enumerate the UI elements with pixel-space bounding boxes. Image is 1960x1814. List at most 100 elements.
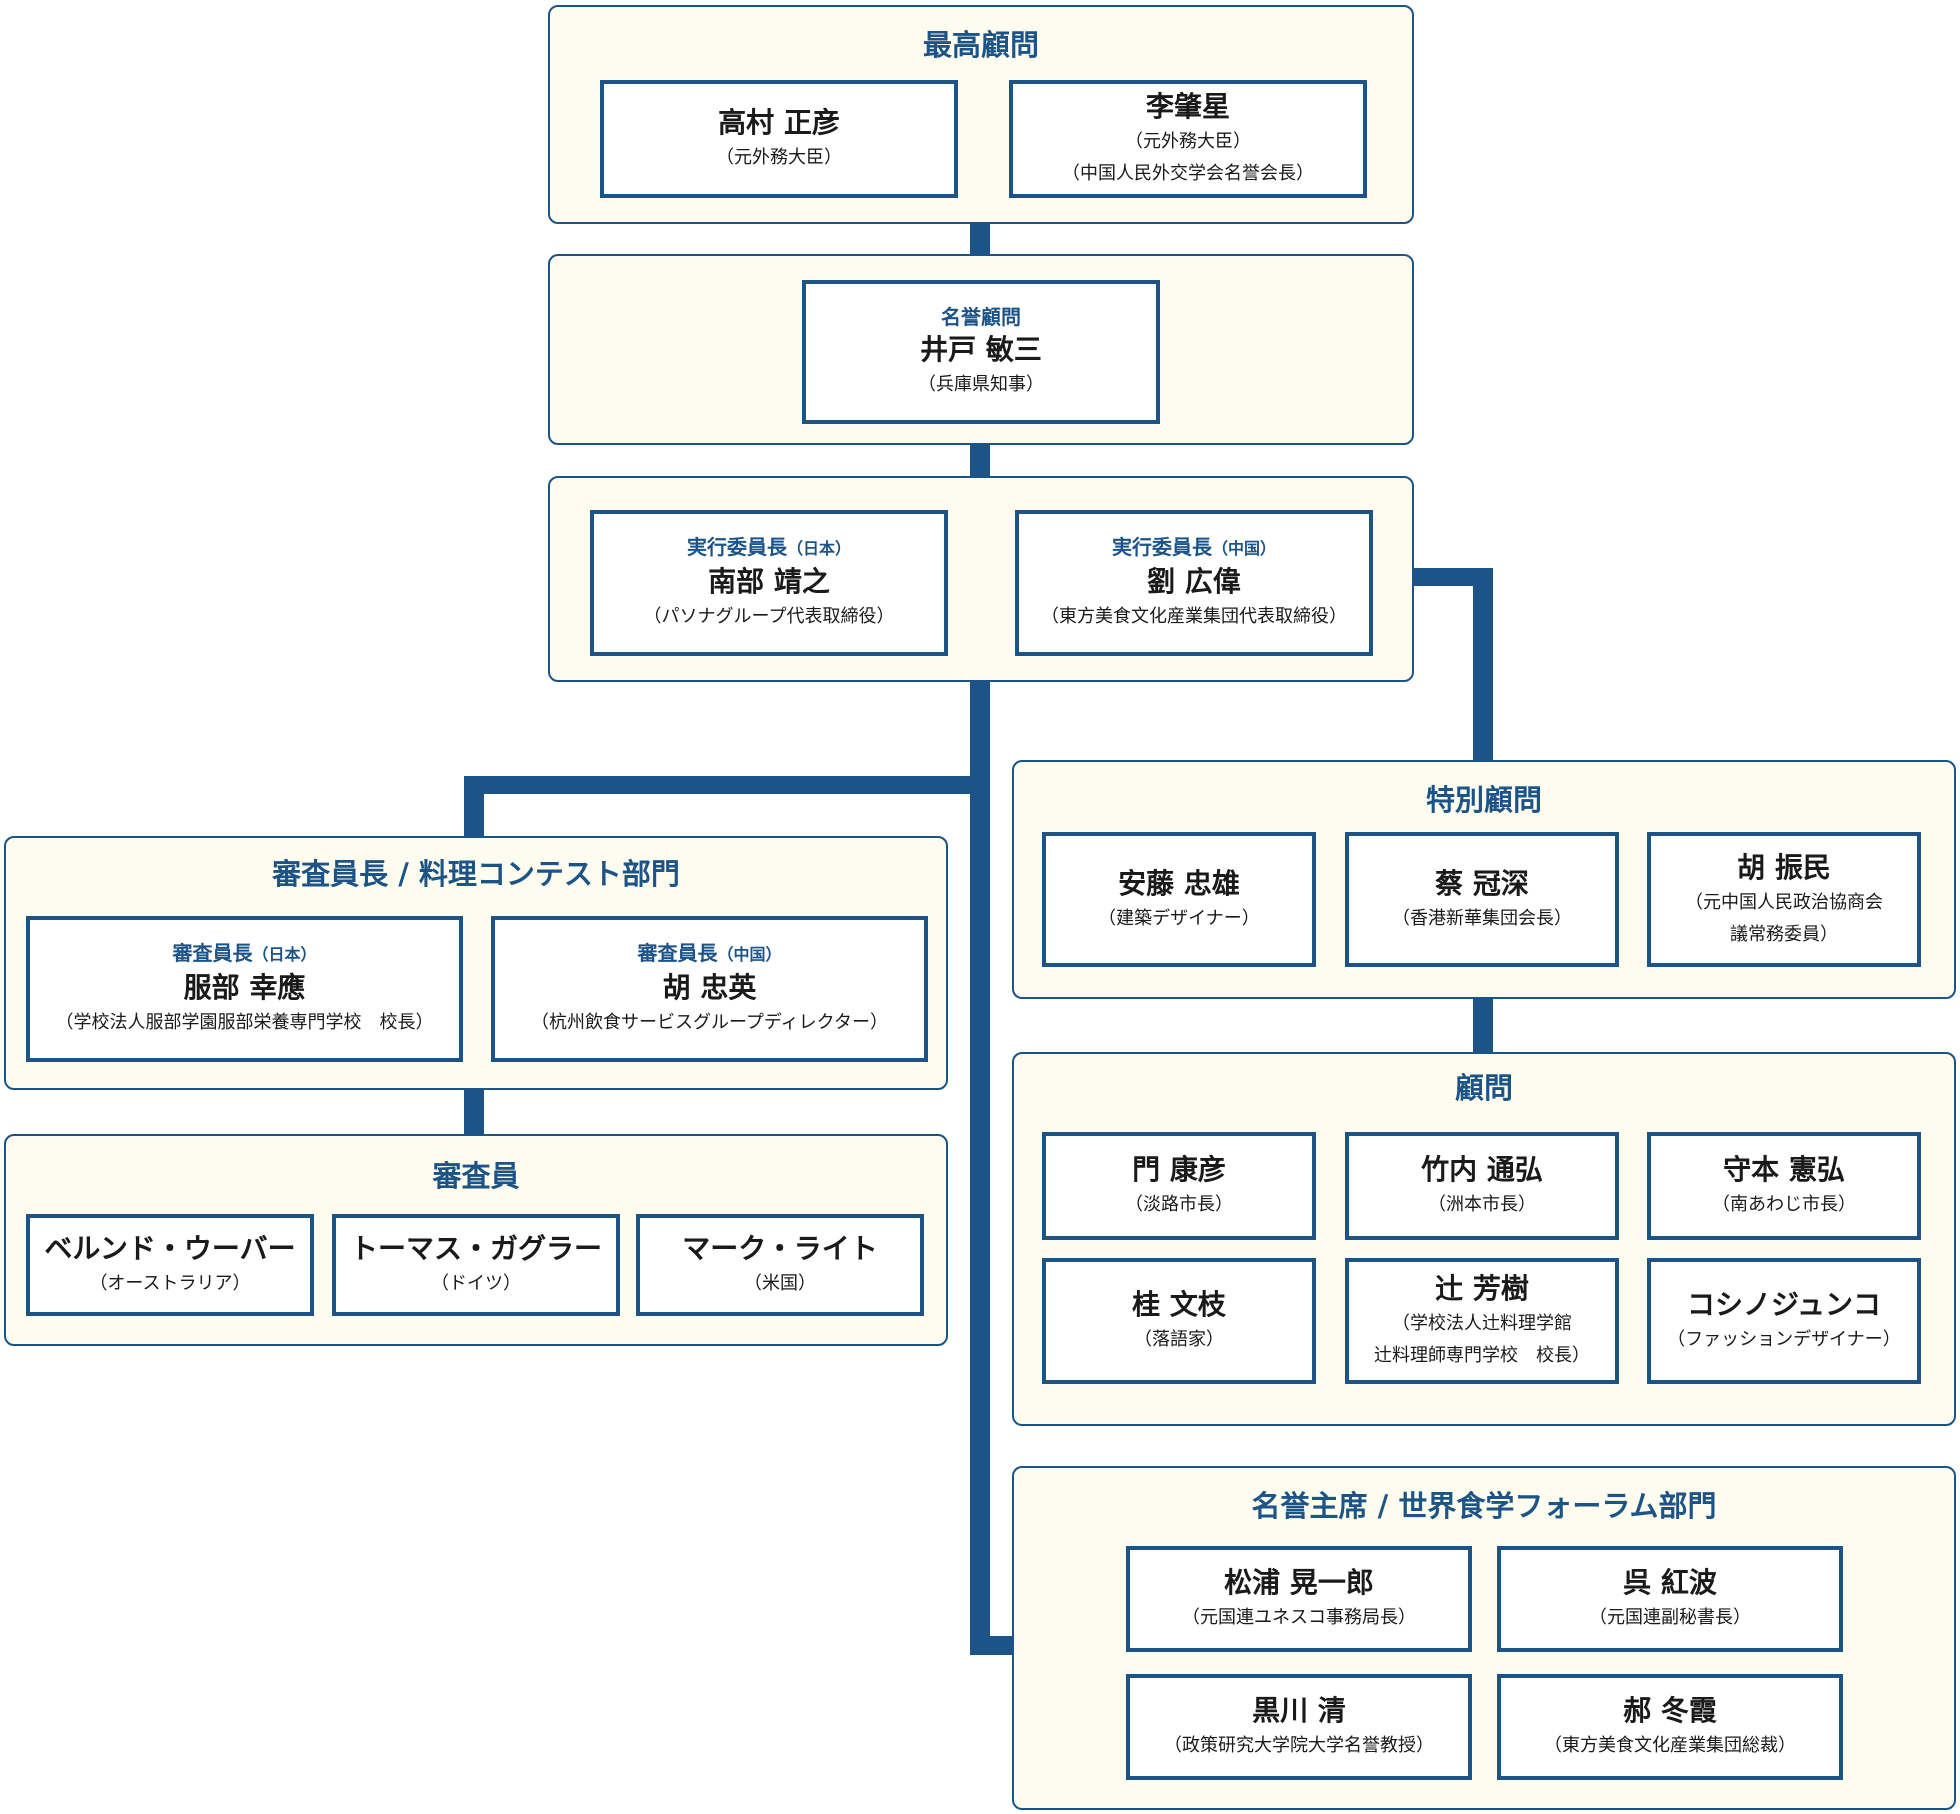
member-name: 劉 広偉 xyxy=(1147,565,1241,598)
judge-card: トーマス・ガグラー （ドイツ） xyxy=(332,1214,620,1316)
member-name: 桂 文枝 xyxy=(1132,1288,1226,1321)
member-affiliation: （香港新華集団会長） xyxy=(1392,907,1572,929)
member-role: 実行委員長（中国） xyxy=(1111,535,1276,559)
member-affiliation: （洲本市長） xyxy=(1428,1194,1536,1215)
chief-judges-panel: 審査員長 / 料理コンテスト部門 審査員長（日本） 服部 幸應 （学校法人服部学… xyxy=(4,836,948,1090)
advisors-title: 顧問 xyxy=(1454,1071,1513,1105)
member-affiliation: 議常務委員） xyxy=(1730,923,1838,945)
judges-title: 審査員 xyxy=(432,1159,520,1193)
connector-honorary-exec xyxy=(970,444,990,478)
forum-chair-card: 黒川 清 （政策研究大学院大学名誉教授） xyxy=(1126,1674,1472,1780)
connector-trunk-forum xyxy=(970,1636,1014,1655)
member-name: 南部 靖之 xyxy=(708,565,830,598)
member-name: 胡 振民 xyxy=(1737,850,1831,884)
member-name: 呉 紅波 xyxy=(1623,1566,1717,1599)
special-advisor-card: 蔡 冠深 （香港新華集団会長） xyxy=(1345,832,1619,967)
member-affiliation: （ファッションデザイナー） xyxy=(1667,1329,1901,1350)
honorary-advisor-panel: 名誉顧問 井戸 敏三 （兵庫県知事） xyxy=(548,254,1414,445)
judge-card: マーク・ライト （米国） xyxy=(636,1214,924,1316)
member-name: 井戸 敏三 xyxy=(920,333,1042,366)
connector-exec-special-vertical xyxy=(1473,568,1493,762)
member-affiliation: （元外務大臣） xyxy=(716,147,842,168)
chief-judges-title: 審査員長 / 料理コンテスト部門 xyxy=(272,857,680,891)
chief-judge-card: 審査員長（日本） 服部 幸應 （学校法人服部学園服部栄養専門学校 校長） xyxy=(26,916,463,1062)
forum-chairs-title: 名誉主席 / 世界食学フォーラム部門 xyxy=(1251,1489,1717,1523)
member-name: トーマス・ガグラー xyxy=(349,1232,602,1265)
connector-judges-vertical xyxy=(464,776,484,838)
special-advisor-card: 安藤 忠雄 （建築デザイナー） xyxy=(1042,832,1316,967)
advisor-card: 門 康彦 （淡路市長） xyxy=(1042,1132,1316,1240)
executive-chair-card: 実行委員長（日本） 南部 靖之 （パソナグループ代表取締役） xyxy=(590,510,948,656)
forum-chair-card: 松浦 晃一郎 （元国連ユネスコ事務局長） xyxy=(1126,1546,1472,1652)
member-name: 黒川 清 xyxy=(1252,1694,1346,1727)
advisors-panel: 顧問 門 康彦 （淡路市長） 竹内 通弘 （洲本市長） 守本 憲弘 （南あわじ市… xyxy=(1012,1052,1956,1426)
member-affiliation: （建築デザイナー） xyxy=(1098,907,1260,929)
executive-chairs-panel: 実行委員長（日本） 南部 靖之 （パソナグループ代表取締役） 実行委員長（中国）… xyxy=(548,476,1414,682)
member-role: 審査員長（中国） xyxy=(637,941,782,965)
connector-trunk-judges-horizontal xyxy=(464,776,990,794)
judges-panel: 審査員 ベルンド・ウーバー （オーストラリア） トーマス・ガグラー （ドイツ） … xyxy=(4,1134,948,1346)
advisor-card: 辻 芳樹 （学校法人辻料理学館 辻料理師専門学校 校長） xyxy=(1345,1258,1619,1384)
member-affiliation: （学校法人辻料理学館 xyxy=(1392,1313,1572,1334)
member-name: マーク・ライト xyxy=(682,1232,878,1265)
advisor-card: 竹内 通弘 （洲本市長） xyxy=(1345,1132,1619,1240)
member-name: 胡 忠英 xyxy=(662,971,757,1004)
member-name: 安藤 忠雄 xyxy=(1118,866,1240,900)
connector-special-advisors xyxy=(1473,997,1493,1053)
member-affiliation: （兵庫県知事） xyxy=(918,374,1044,395)
forum-chair-card: 呉 紅波 （元国連副秘書長） xyxy=(1497,1546,1843,1652)
supreme-advisors-title: 最高顧問 xyxy=(922,28,1039,62)
member-role: 実行委員長（日本） xyxy=(686,535,851,559)
member-affiliation: （元国連ユネスコ事務局長） xyxy=(1182,1607,1416,1628)
advisor-card: 守本 憲弘 （南あわじ市長） xyxy=(1647,1132,1921,1240)
judge-card: ベルンド・ウーバー （オーストラリア） xyxy=(26,1214,314,1316)
member-affiliation: （東方美食文化産業集団代表取締役） xyxy=(1041,606,1347,627)
chief-judge-card: 審査員長（中国） 胡 忠英 （杭州飲食サービスグループディレクター） xyxy=(491,916,928,1062)
member-name: 守本 憲弘 xyxy=(1723,1153,1845,1186)
connector-exec-trunk xyxy=(970,680,990,1655)
member-affiliation: （ドイツ） xyxy=(431,1273,521,1294)
forum-chairs-panel: 名誉主席 / 世界食学フォーラム部門 松浦 晃一郎 （元国連ユネスコ事務局長） … xyxy=(1012,1466,1956,1810)
member-affiliation: （オーストラリア） xyxy=(89,1273,251,1294)
member-role: 名誉顧問 xyxy=(941,305,1021,329)
member-name: ベルンド・ウーバー xyxy=(44,1232,296,1265)
forum-chair-card: 郝 冬霞 （東方美食文化産業集団総裁） xyxy=(1497,1674,1843,1780)
supreme-advisor-card: 李肇星 （元外務大臣） （中国人民外交学会名誉会長） xyxy=(1009,80,1367,198)
member-affiliation: （政策研究大学院大学名誉教授） xyxy=(1164,1735,1434,1756)
member-affiliation: （元中国人民政治協商会 xyxy=(1685,891,1883,913)
special-advisors-panel: 特別顧問 安藤 忠雄 （建築デザイナー） 蔡 冠深 （香港新華集団会長） 胡 振… xyxy=(1012,760,1956,999)
honorary-advisor-card: 名誉顧問 井戸 敏三 （兵庫県知事） xyxy=(802,280,1160,424)
member-affiliation: （南あわじ市長） xyxy=(1712,1194,1856,1215)
member-name: 辻 芳樹 xyxy=(1435,1272,1529,1305)
advisor-card: 桂 文枝 （落語家） xyxy=(1042,1258,1316,1384)
advisor-card: コシノジュンコ （ファッションデザイナー） xyxy=(1647,1258,1921,1384)
member-affiliation: （杭州飲食サービスグループディレクター） xyxy=(531,1012,888,1033)
connector-chiefjudges-judges xyxy=(464,1088,484,1136)
member-name: 竹内 通弘 xyxy=(1421,1153,1543,1186)
member-affiliation: 辻料理師専門学校 校長） xyxy=(1374,1345,1590,1366)
special-advisors-title: 特別顧問 xyxy=(1425,783,1542,817)
member-affiliation: （パソナグループ代表取締役） xyxy=(643,606,895,627)
member-affiliation: （中国人民外交学会名誉会長） xyxy=(1062,163,1314,184)
member-affiliation: （東方美食文化産業集団総裁） xyxy=(1544,1735,1796,1756)
member-name: 郝 冬霞 xyxy=(1623,1694,1717,1727)
member-name: 松浦 晃一郎 xyxy=(1224,1566,1374,1599)
member-name: 高村 正彦 xyxy=(718,106,840,139)
member-affiliation: （元外務大臣） xyxy=(1125,131,1251,152)
member-name: 李肇星 xyxy=(1145,90,1230,123)
special-advisor-card: 胡 振民 （元中国人民政治協商会 議常務委員） xyxy=(1647,832,1921,967)
member-name: 服部 幸應 xyxy=(183,971,306,1004)
member-affiliation: （落語家） xyxy=(1134,1329,1224,1350)
member-name: 門 康彦 xyxy=(1132,1153,1226,1186)
executive-chair-card: 実行委員長（中国） 劉 広偉 （東方美食文化産業集団代表取締役） xyxy=(1015,510,1373,656)
member-affiliation: （米国） xyxy=(744,1273,816,1294)
supreme-advisor-card: 高村 正彦 （元外務大臣） xyxy=(600,80,958,198)
member-role: 審査員長（日本） xyxy=(172,941,317,965)
member-affiliation: （学校法人服部学園服部栄養専門学校 校長） xyxy=(55,1012,434,1033)
member-affiliation: （元国連副秘書長） xyxy=(1589,1607,1751,1628)
supreme-advisors-panel: 最高顧問 高村 正彦 （元外務大臣） 李肇星 （元外務大臣） （中国人民外交学会… xyxy=(548,5,1414,224)
member-affiliation: （淡路市長） xyxy=(1125,1194,1233,1215)
connector-supreme-honorary xyxy=(970,222,990,256)
member-name: コシノジュンコ xyxy=(1686,1288,1882,1321)
member-name: 蔡 冠深 xyxy=(1435,866,1529,900)
